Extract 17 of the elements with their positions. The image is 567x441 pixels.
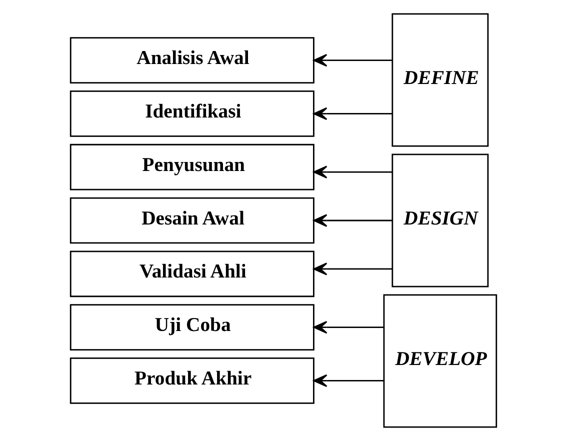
node-box: Identifikasi (70, 90, 314, 137)
node-box: Penyusunan (70, 144, 314, 190)
node-box: Produk Akhir (70, 358, 314, 404)
node-box: Uji Coba (70, 304, 314, 350)
arrow (313, 320, 384, 334)
node-box: DEFINE (392, 13, 489, 147)
node-box: DEVELOP (383, 294, 498, 428)
node-box: Desain Awal (70, 197, 314, 244)
node-box: DESIGN (392, 154, 489, 288)
node-box: Analisis Awal (70, 37, 314, 84)
node-box: Validasi Ahli (70, 250, 314, 298)
arrow (313, 166, 392, 178)
arrow (313, 54, 392, 67)
arrow (313, 374, 384, 388)
arrow (313, 214, 392, 227)
arrow (313, 262, 392, 276)
arrow (313, 107, 392, 120)
